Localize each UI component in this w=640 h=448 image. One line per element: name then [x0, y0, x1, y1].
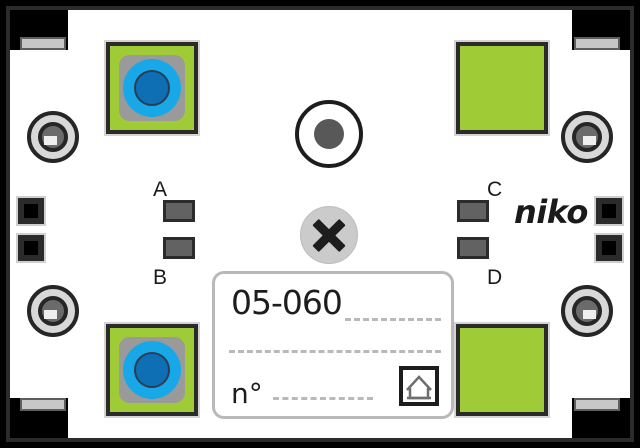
- screw-terminal-bottom-left[interactable]: [27, 285, 79, 337]
- label-card[interactable]: 05-060 n°: [212, 271, 454, 419]
- marker-pad-c[interactable]: [457, 200, 489, 222]
- green-pad-top-right[interactable]: [454, 40, 550, 136]
- screw-head-icon: [38, 122, 68, 152]
- mounting-tab-top-left: [20, 37, 66, 50]
- screw-terminal-top-right[interactable]: [561, 111, 613, 163]
- screw-head-icon: [38, 296, 68, 326]
- screw-slot-icon: [44, 136, 57, 145]
- screw-head-icon: [572, 122, 602, 152]
- label-number-prefix: n°: [231, 377, 263, 410]
- mounting-tab-top-right: [574, 37, 620, 50]
- label-dash-line-1: [345, 318, 441, 321]
- screw-terminal-bottom-right[interactable]: [561, 285, 613, 337]
- dot-indicator-icon: [295, 100, 363, 168]
- connector-socket-left-upper[interactable]: [16, 196, 46, 226]
- niko-brand-logo: niko: [514, 193, 588, 231]
- marker-label-b: B: [153, 266, 168, 289]
- marker-pad-d[interactable]: [457, 237, 489, 259]
- connector-socket-left-lower[interactable]: [16, 233, 46, 263]
- house-icon: [399, 366, 439, 406]
- label-dash-line-2: [229, 350, 441, 353]
- led-push-button-bottom-left[interactable]: [104, 322, 200, 418]
- connector-socket-right-lower[interactable]: [594, 233, 624, 263]
- screw-slot-icon: [583, 136, 596, 145]
- screw-slot-icon: [583, 310, 596, 319]
- screw-head-icon: [572, 296, 602, 326]
- label-code-text: 05-060: [231, 283, 343, 322]
- mounting-tab-bottom-left: [20, 398, 66, 411]
- label-dash-line-3: [273, 397, 373, 400]
- connector-socket-right-upper[interactable]: [594, 196, 624, 226]
- marker-pad-a[interactable]: [163, 200, 195, 222]
- marker-pad-b[interactable]: [163, 237, 195, 259]
- led-core-icon: [133, 351, 171, 389]
- device-plate: A B C D niko 05-060 n°: [6, 6, 634, 442]
- marker-label-c: C: [487, 178, 503, 201]
- screw-terminal-top-left[interactable]: [27, 111, 79, 163]
- green-pad-bottom-right[interactable]: [454, 322, 550, 418]
- dot-indicator-center: [314, 119, 344, 149]
- led-push-button-top-left[interactable]: [104, 40, 200, 136]
- marker-label-a: A: [153, 178, 168, 201]
- screw-slot-icon: [44, 310, 57, 319]
- marker-label-d: D: [487, 266, 503, 289]
- cross-indicator-icon: [300, 206, 358, 264]
- mounting-tab-bottom-right: [574, 398, 620, 411]
- led-core-icon: [133, 69, 171, 107]
